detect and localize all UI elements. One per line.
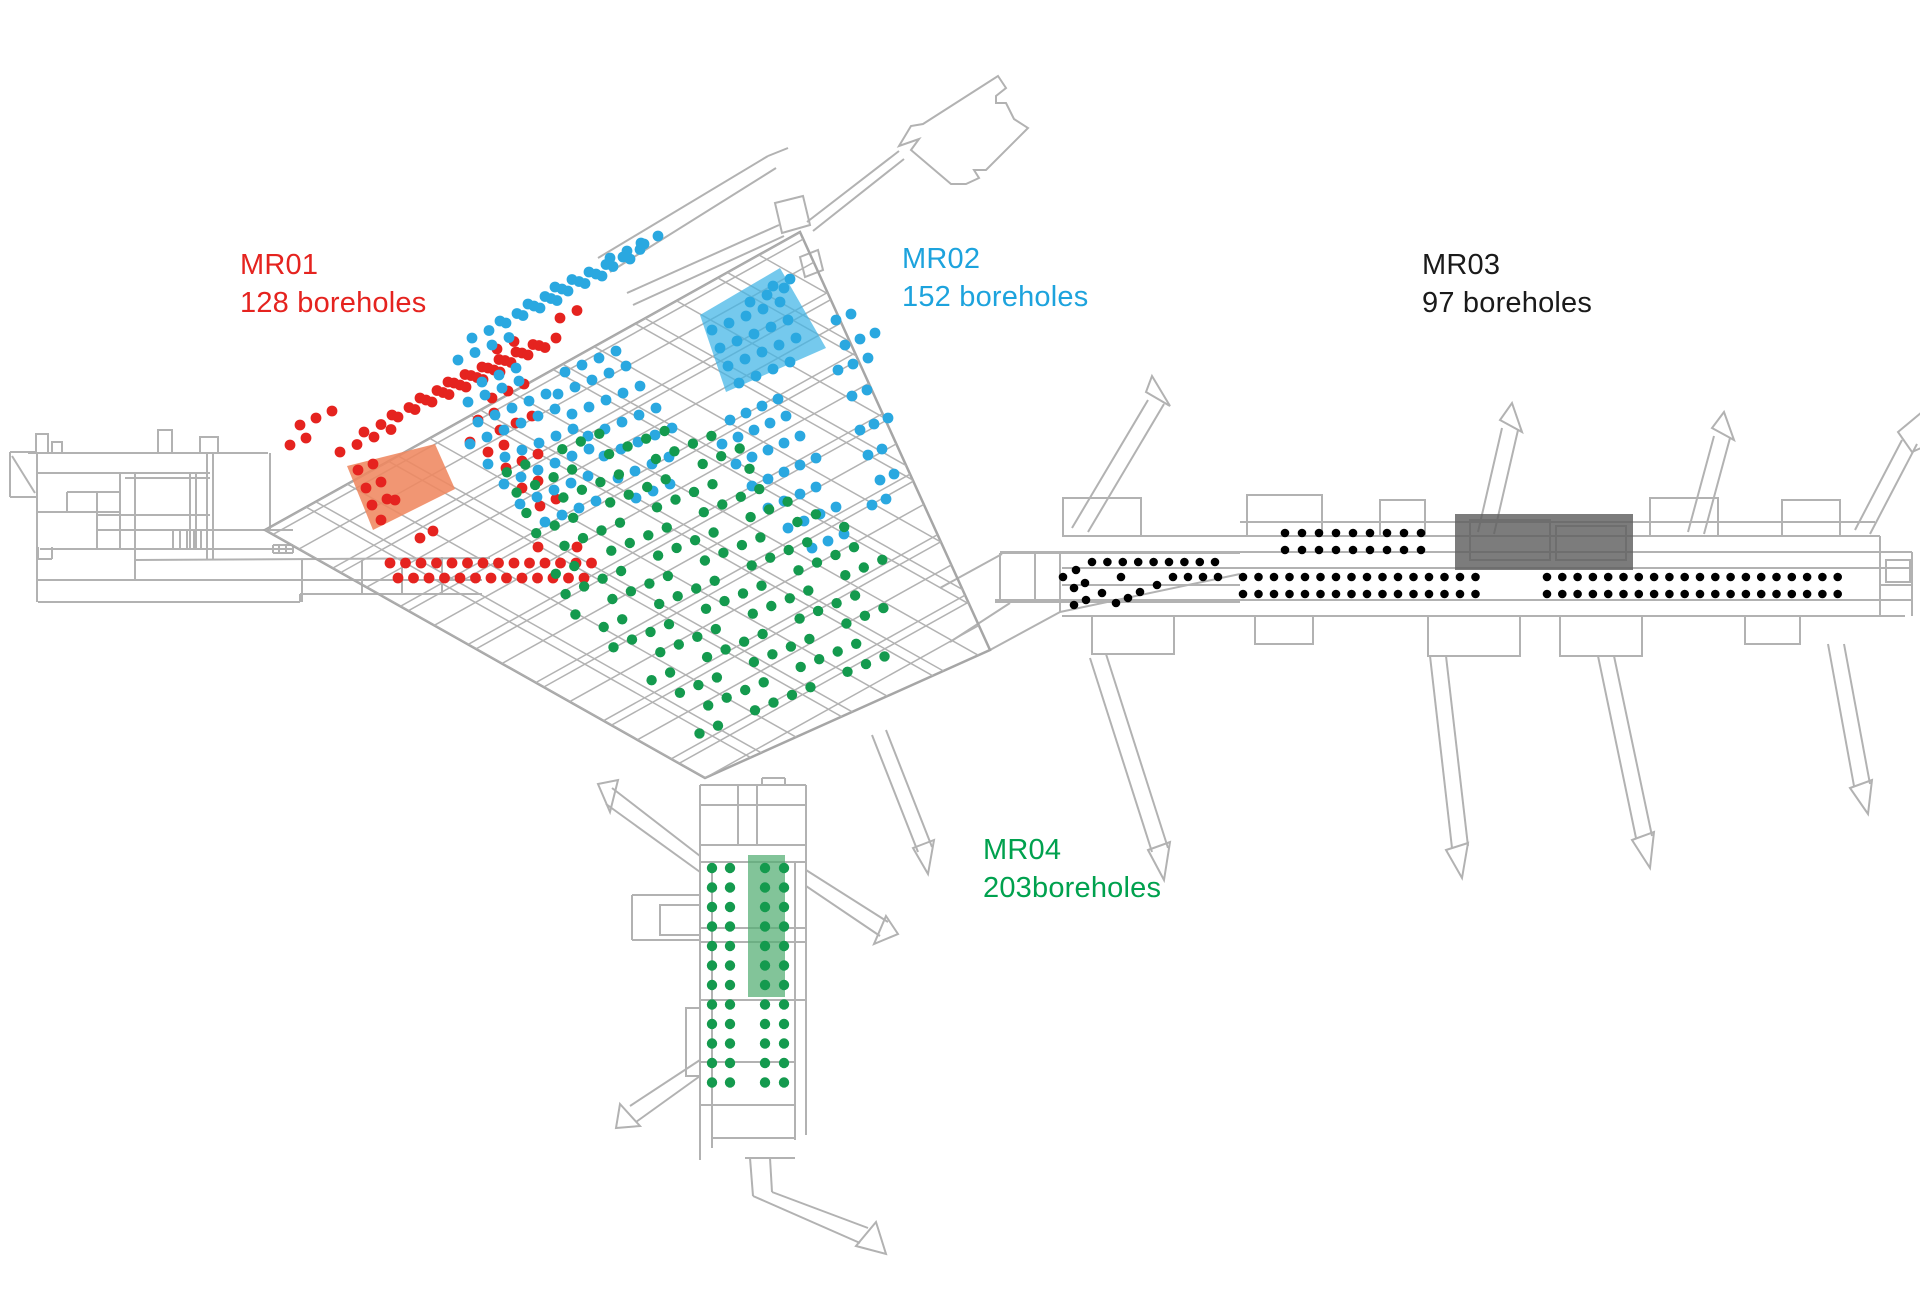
- label-mr03: MR03 97 boreholes: [1422, 246, 1592, 322]
- region-count-mr01: 128 boreholes: [240, 287, 427, 319]
- mr02-boreholes: [452, 230, 900, 554]
- label-mr02: MR02 152 boreholes: [902, 240, 1088, 316]
- region-count-mr03: 97 boreholes: [1422, 287, 1593, 319]
- borehole-dots: [284, 230, 1842, 1088]
- mr04-boreholes: [501, 425, 890, 1088]
- region-name-mr03: MR03: [1422, 249, 1501, 281]
- region-name-mr04: MR04: [983, 834, 1062, 866]
- region-name-mr01: MR01: [240, 249, 319, 281]
- label-mr04: MR04 203boreholes: [983, 831, 1161, 907]
- region-name-mr02: MR02: [902, 243, 981, 275]
- region-count-mr04: 203boreholes: [983, 872, 1162, 904]
- label-mr01: MR01 128 boreholes: [240, 246, 426, 322]
- region-count-mr02: 152 boreholes: [902, 281, 1089, 313]
- highlight-mr03: [1455, 514, 1633, 570]
- mr03-boreholes: [1058, 528, 1842, 610]
- mr01-boreholes: [284, 305, 597, 584]
